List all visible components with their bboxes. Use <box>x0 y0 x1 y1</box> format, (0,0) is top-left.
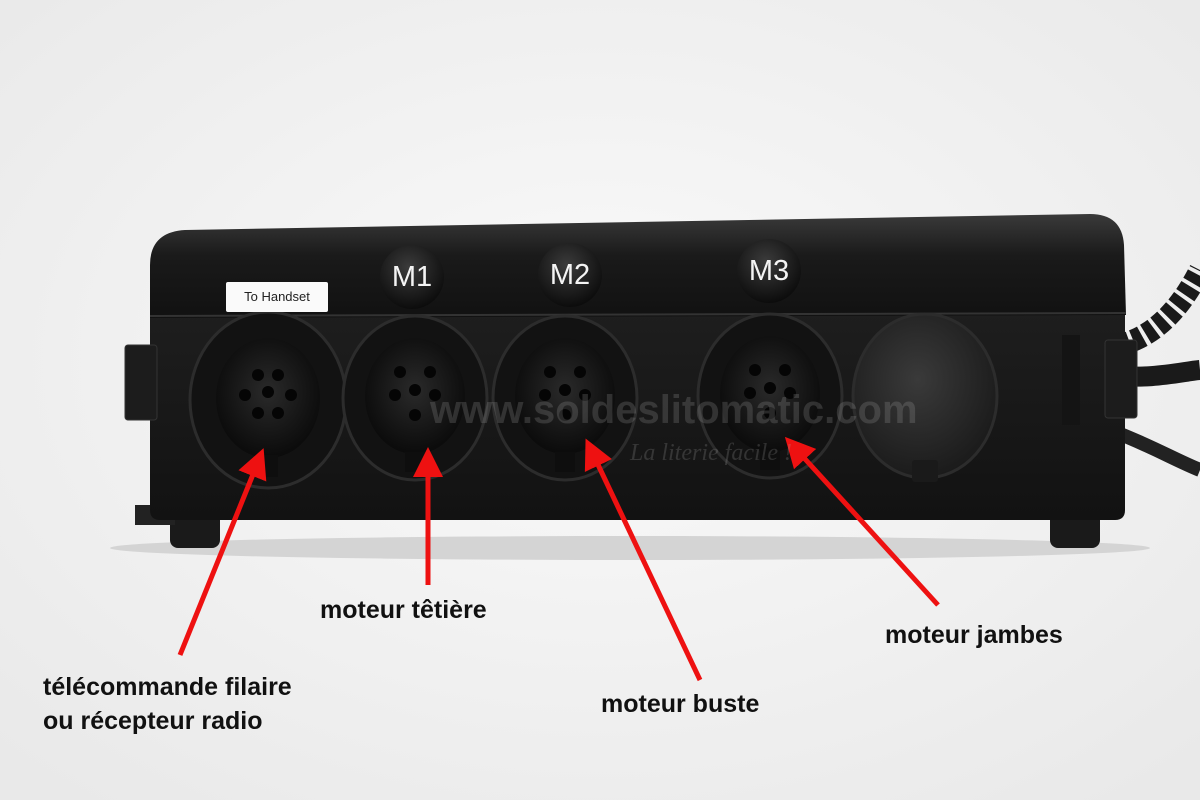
handset-tag: To Handset <box>226 282 328 312</box>
watermark-url: www.soldeslitomatic.com <box>430 388 918 432</box>
handset-label-line1: télécommande filaire <box>43 673 292 701</box>
box-shadow <box>110 536 1150 560</box>
m1-label: moteur têtière <box>320 596 487 624</box>
annotation-arrows <box>177 436 940 682</box>
m2-badge: M2 <box>549 259 591 291</box>
m3-badge: M3 <box>748 255 790 287</box>
arrow-m3 <box>784 436 940 607</box>
m2-badge-circle <box>538 243 602 307</box>
socket-m1[interactable] <box>341 314 489 482</box>
handset-label-line2: ou récepteur radio <box>43 707 263 735</box>
lid-seam <box>149 312 1127 317</box>
socket-cap <box>851 312 999 482</box>
arrow-m2 <box>584 438 703 682</box>
arrow-handset <box>177 448 267 656</box>
m1-badge: M1 <box>391 261 433 293</box>
socket-handset[interactable] <box>188 310 348 490</box>
m2-label: moteur buste <box>601 690 760 718</box>
m3-label: moteur jambes <box>885 621 1063 649</box>
m3-badge-circle <box>737 239 801 303</box>
watermark-slogan: La literie facile ! <box>630 440 792 466</box>
m1-badge-circle <box>380 245 444 309</box>
side-clips <box>124 335 1138 425</box>
